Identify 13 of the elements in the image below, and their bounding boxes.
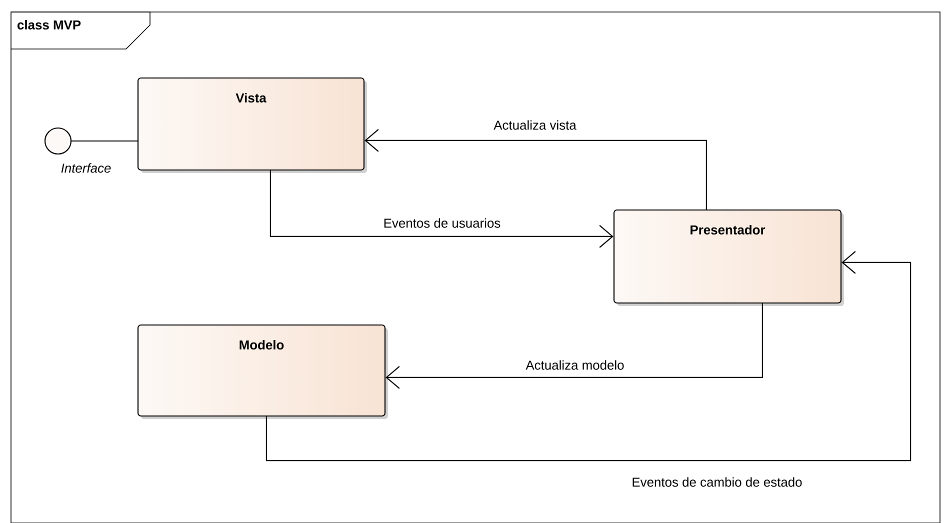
- edge-label: Actualiza vista: [492, 119, 578, 131]
- edge-label: Eventos de usuarios: [382, 217, 502, 229]
- arrow: [270, 170, 614, 248]
- arrow: [386, 304, 763, 389]
- class-box: Modelo: [137, 324, 388, 419]
- interface-circle: [44, 127, 72, 155]
- node-caption: Interface: [61, 163, 111, 173]
- edge-label: Actualiza modelo: [524, 359, 626, 371]
- arrow: [364, 129, 707, 210]
- class-box: Vista: [137, 77, 367, 173]
- class-box: Presentador: [613, 209, 844, 306]
- arrow: [266, 251, 912, 462]
- edge-label: Eventos de cambio de estado: [630, 476, 804, 488]
